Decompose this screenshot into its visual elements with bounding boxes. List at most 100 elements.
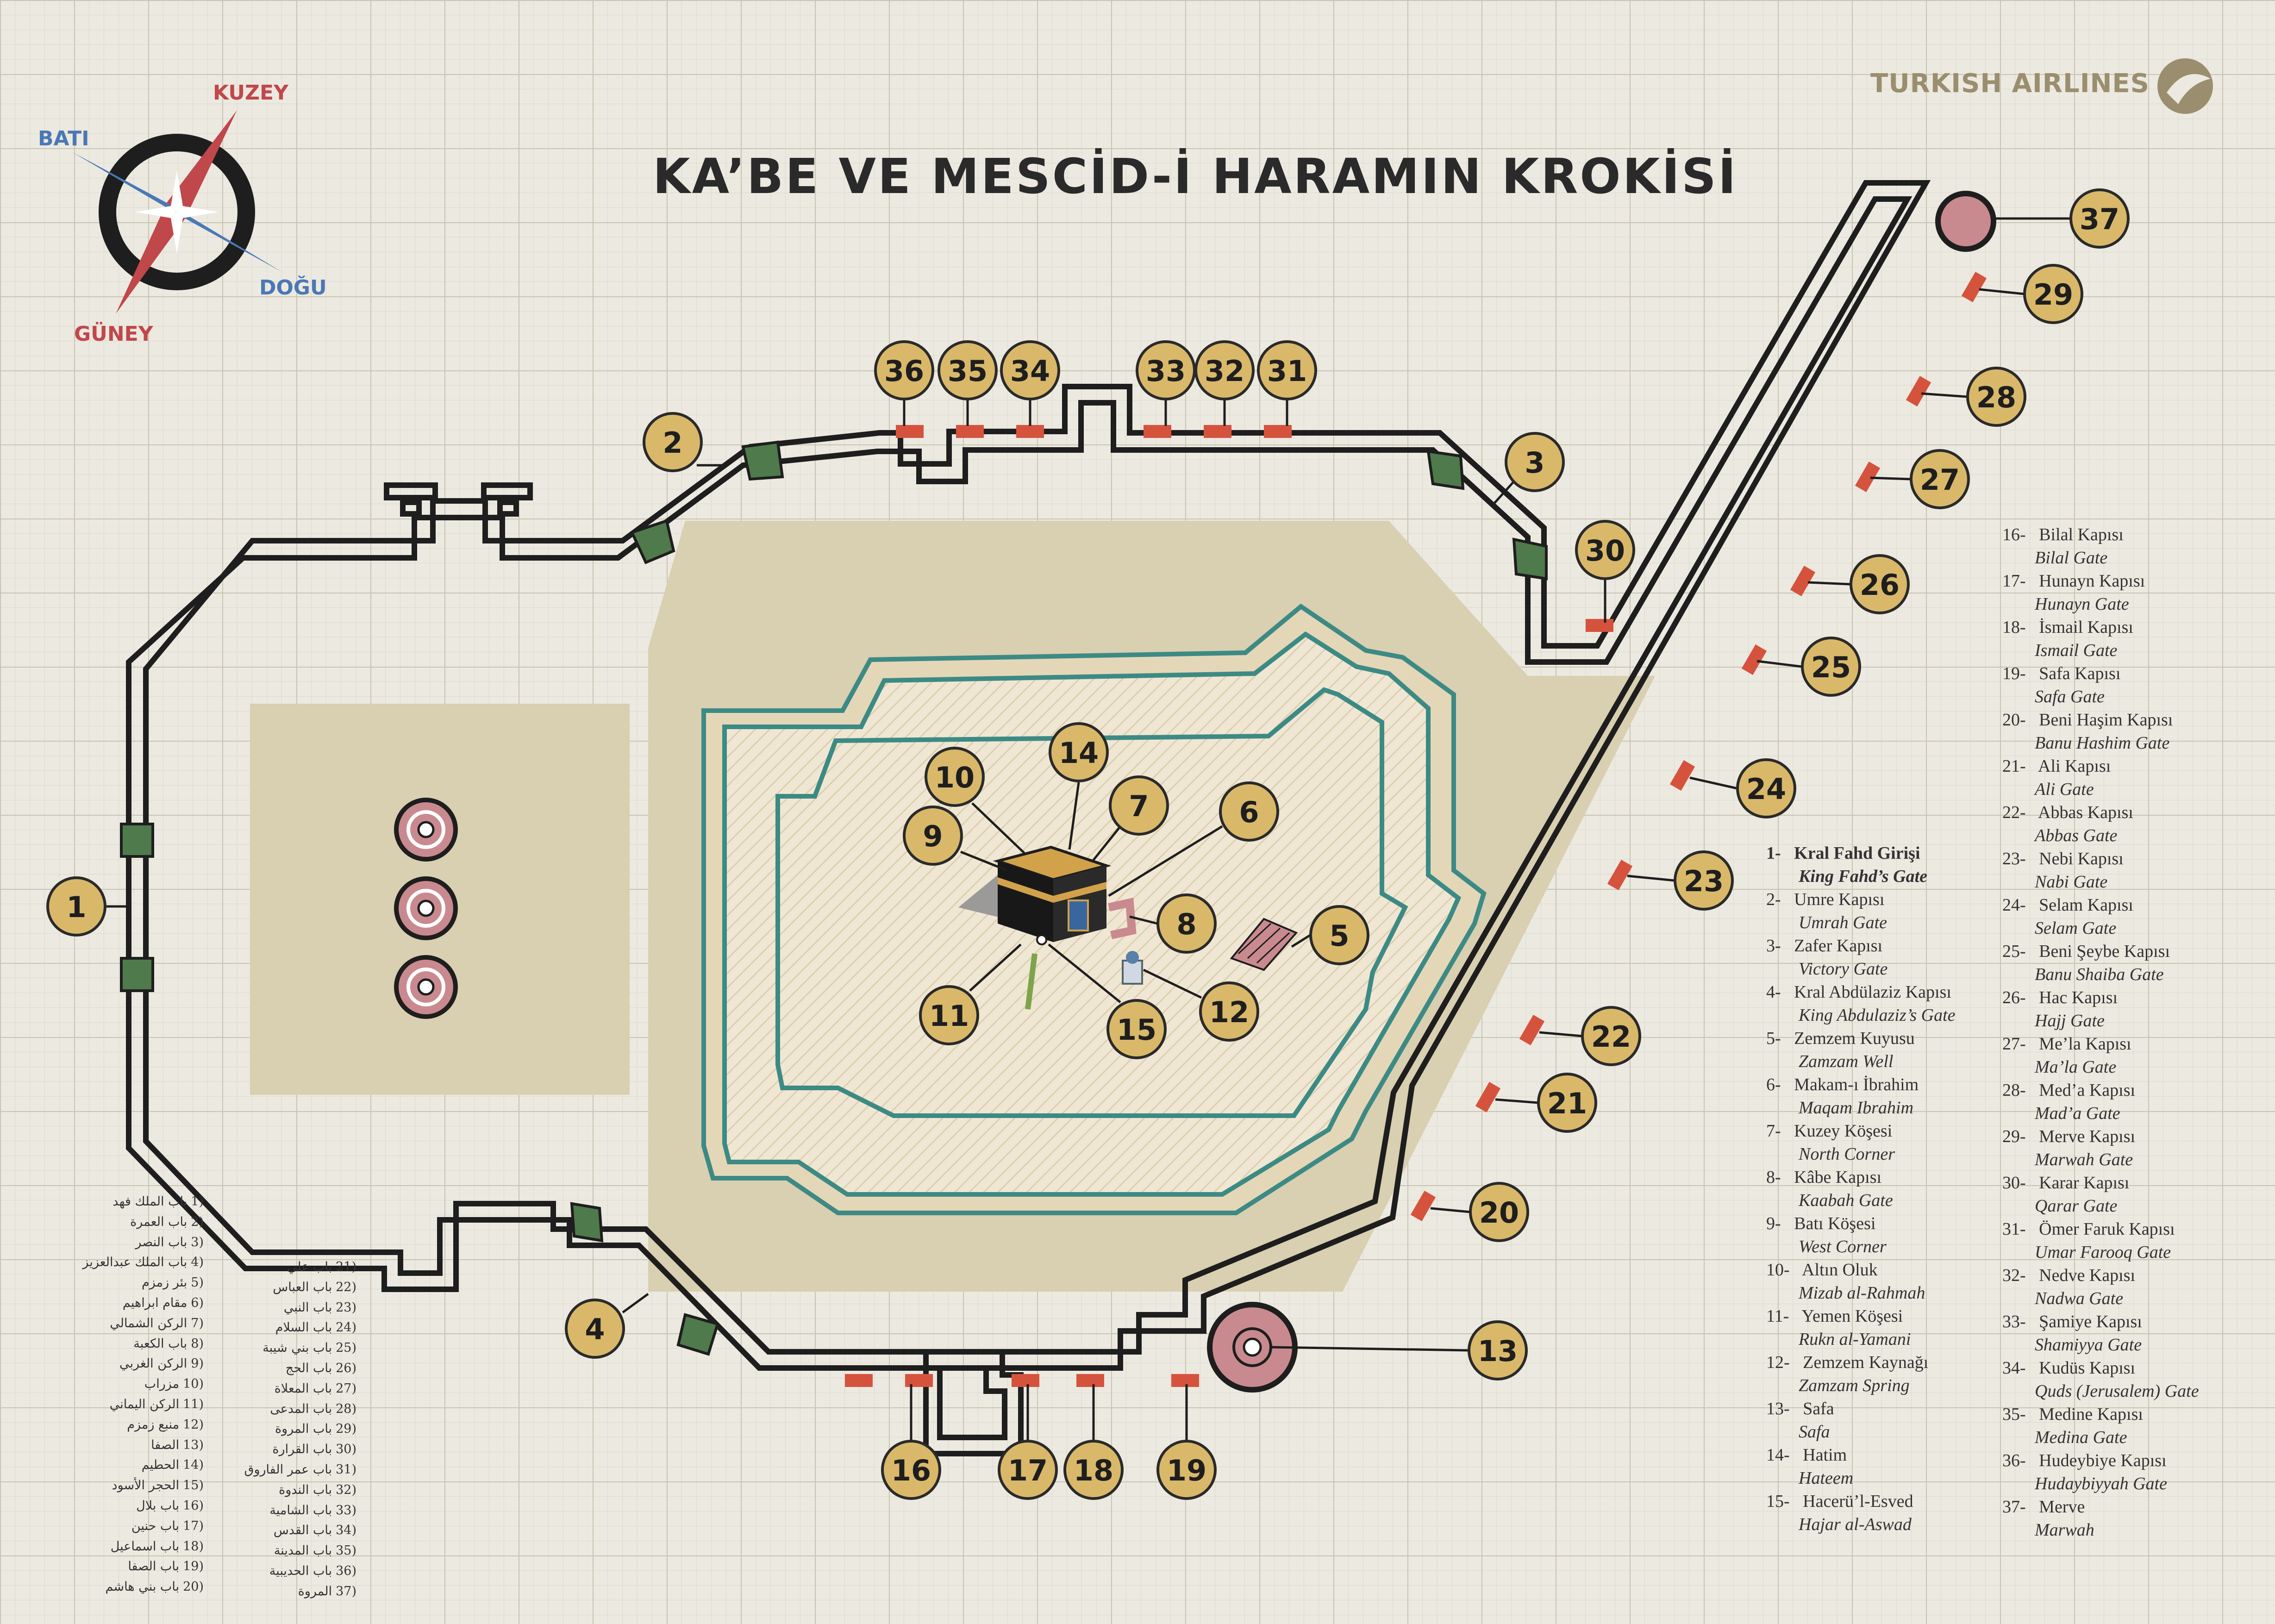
callout-line	[1921, 392, 1968, 398]
marker-circle	[1581, 1006, 1641, 1066]
legend-english-name: Shamiyya Gate	[2035, 1335, 2142, 1355]
legend-english-name: Umrah Gate	[1799, 913, 1888, 932]
number-marker: 24	[1736, 758, 1796, 818]
legend-ar-text: باب القرارة	[272, 1442, 332, 1457]
callout-line	[1627, 874, 1675, 882]
legend-english-name: Selam Gate	[2035, 918, 2117, 938]
callout-line	[1495, 1098, 1538, 1104]
legend-ar-text: الركن اليماني	[109, 1397, 180, 1412]
legend-ar-text: باب النصر	[135, 1235, 188, 1249]
marker-circle	[1199, 981, 1259, 1042]
number-marker: 28	[1966, 367, 2026, 427]
legend-english-name: Nadwa Gate	[2035, 1289, 2124, 1308]
legend-turkish-name: 20- Beni Haşim Kapısı	[2002, 710, 2173, 730]
marker-circle	[1966, 367, 2026, 427]
number-marker: 20	[1469, 1182, 1529, 1242]
legend-turkish-name: 22- Abbas Kapısı	[2002, 803, 2133, 822]
legend-ar-number: 5)	[191, 1275, 204, 1290]
marker-circle	[1505, 432, 1565, 492]
legend-ar-text: بئر زمزم	[142, 1275, 188, 1290]
legend-ar-number: 32)	[336, 1482, 356, 1497]
marker-circle	[1156, 1440, 1217, 1500]
legend-turkish-name: 30- Karar Kapısı	[2002, 1173, 2130, 1193]
legend-ar-text: باب الحج	[285, 1361, 332, 1375]
legend-english-name: Marwah	[2035, 1520, 2094, 1540]
legend-english-name: Hajar al-Aswad	[1799, 1515, 1912, 1534]
legend-ar-number: 37)	[336, 1584, 356, 1599]
marker-number: 37	[2080, 202, 2119, 236]
marker-circle	[919, 985, 979, 1045]
marker-number: 18	[1074, 1454, 1113, 1487]
callout-line	[1756, 660, 1802, 668]
legend-ar-number: 18)	[183, 1539, 204, 1554]
compass-west-label: BATI	[38, 127, 89, 150]
callout-line	[1108, 825, 1223, 897]
number-marker: 19	[1156, 1440, 1217, 1500]
page-title: KA’BE VE MESCİD-İ HARAMIN KROKİSİ	[653, 148, 1738, 205]
legend-ar-number: 28)	[336, 1401, 356, 1416]
number-marker: 9	[903, 806, 963, 866]
corner-pieces	[120, 440, 1548, 1356]
callout-line	[622, 1293, 649, 1314]
number-marker: 1	[46, 876, 106, 937]
marker-number: 3	[1525, 446, 1544, 480]
gate-markers	[845, 272, 1987, 1387]
legend-english-name: Hateem	[1799, 1468, 1854, 1488]
number-marker: 34	[1000, 340, 1060, 400]
number-marker: 4	[565, 1299, 625, 1359]
marker-circle	[998, 1440, 1058, 1500]
legend-ar-number: 35)	[336, 1543, 356, 1558]
marker-number: 5	[1329, 919, 1349, 953]
marker-number: 19	[1167, 1454, 1206, 1487]
marker-number: 20	[1479, 1196, 1519, 1230]
callout-line	[1979, 288, 2025, 295]
legend-ar-text: الركن الشمالي	[110, 1316, 188, 1330]
legend-english-name: Ali Gate	[2035, 780, 2094, 799]
callout-line	[1048, 943, 1121, 1003]
legend-turkish-name: 36- Hudeybiye Kapısı	[2002, 1451, 2167, 1470]
marker-circle	[874, 340, 934, 400]
legend-ar-number: 11)	[183, 1397, 204, 1412]
legend-english-name: King Abdulaziz’s Gate	[1799, 1006, 1956, 1025]
legend-ar-text: باب النبي	[283, 1300, 332, 1315]
legend-english-name: Banu Hashim Gate	[2035, 733, 2170, 753]
marker-circle	[643, 412, 703, 472]
marker-circle	[565, 1299, 625, 1359]
legend-ar-number: 17)	[183, 1518, 204, 1533]
callout-line	[1092, 825, 1121, 862]
legend-ar-number: 6)	[191, 1295, 204, 1310]
marker-number: 22	[1591, 1020, 1631, 1054]
legend-ar-text: باب الملك عبدالعزيز	[82, 1255, 188, 1270]
marker-number: 31	[1267, 354, 1307, 388]
marker-number: 30	[1585, 534, 1625, 568]
number-marker: 13	[1468, 1320, 1528, 1380]
legend-turkish-name: 17- Hunayn Kapısı	[2002, 571, 2145, 591]
number-marker: 18	[1063, 1440, 1124, 1500]
legend-ar-text: باب المعلاة	[274, 1381, 332, 1396]
legend-english-name: Marwah Gate	[2035, 1150, 2133, 1169]
legend-ar-number: 12)	[183, 1417, 204, 1432]
legend-ar-text: باب العمرة	[130, 1214, 188, 1229]
legend-ar-number: 7)	[191, 1316, 204, 1330]
